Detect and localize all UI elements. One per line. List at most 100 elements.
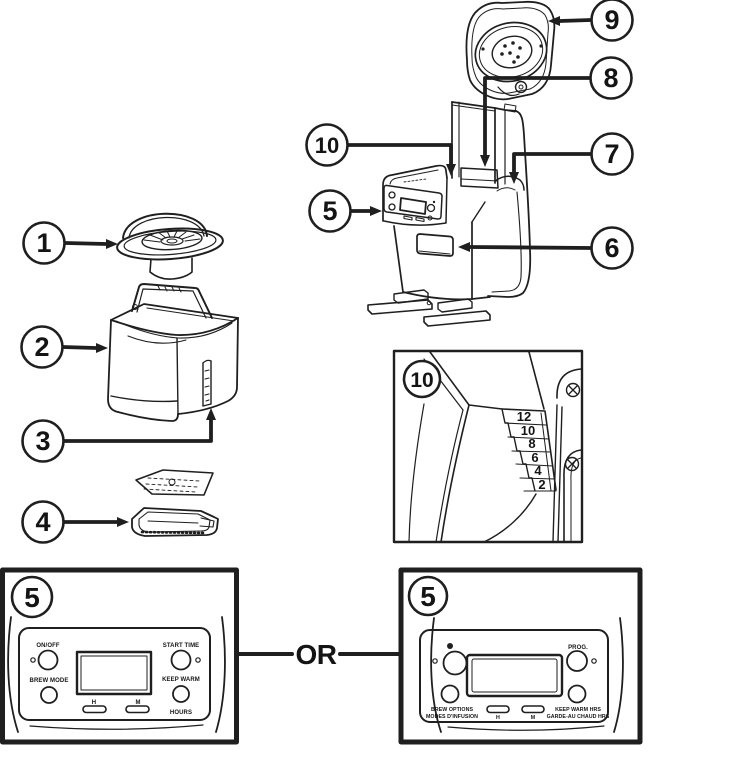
detail-10-badge: 10: [402, 359, 442, 399]
callout-4-number: 4: [35, 507, 50, 537]
callout-1-number: 1: [36, 228, 51, 258]
start-time-button: [170, 649, 192, 671]
display-screen: [465, 653, 564, 698]
water-level-scale: 12 10 8 6 4 2: [501, 408, 557, 492]
water-level-8: 8: [528, 436, 535, 451]
water-level-2: 2: [538, 477, 545, 492]
brew-mode-label: BREW MODE: [30, 678, 69, 684]
screw-icon: [565, 382, 581, 398]
callout-4-badge: 4: [21, 500, 65, 544]
callout-6-number: 6: [604, 233, 619, 263]
callout-badges: 1 2 3 4 5 6 7 8 9 10: [20, 0, 634, 544]
hour-button: [82, 705, 107, 714]
display-screen-inner: [80, 655, 148, 691]
water-level-4: 4: [534, 463, 542, 478]
callout-arrows: [61, 16, 593, 527]
filter-slots-icon: [143, 230, 201, 243]
brew-options-button: [440, 684, 460, 704]
callout-10-number: 10: [315, 133, 339, 158]
indicator-light-icon: [447, 643, 453, 649]
drip-tray-drawing: [131, 469, 219, 537]
console-button: [388, 203, 396, 211]
callout-arrow-8: [480, 76, 592, 167]
on-off-button: [442, 650, 468, 676]
control-panel-box-b: PROG. BREW OPTIONS MODES D'INFUSION KEEP…: [398, 567, 643, 745]
panel-a-5-badge: 5: [10, 575, 54, 619]
keep-warm-hrs-label-en: KEEP WARM HRS: [555, 707, 601, 713]
callout-arrow-4: [62, 517, 129, 527]
brew-options-label-fr: MODES D'INFUSION: [426, 714, 478, 720]
indicator-light-icon: [30, 657, 36, 663]
console-button: [426, 203, 436, 213]
callout-arrow-6: [458, 242, 593, 252]
keep-warm-hours-button: [172, 685, 190, 703]
callout-9-badge: 9: [590, 0, 634, 42]
callout-7-number: 7: [604, 139, 619, 169]
control-panel-box-a: ON/OFF START TIME BREW MODE KEEP WARM HO…: [0, 567, 239, 745]
hour-button-label: H: [92, 700, 96, 706]
panel-a-5-number: 5: [24, 582, 40, 613]
minute-button-label: M: [531, 715, 536, 721]
callout-arrow-7: [509, 152, 593, 184]
screw-icon: [564, 456, 580, 472]
indicator-light-icon: [591, 658, 597, 664]
spray-head-icon: [474, 21, 548, 83]
or-connector: OR: [237, 639, 401, 670]
callout-8-number: 8: [603, 63, 618, 93]
callout-9-number: 9: [604, 5, 619, 35]
carafe-handle-recess-drawing: [416, 233, 454, 257]
machine-control-console-drawing: [382, 164, 448, 226]
hour-button: [486, 705, 510, 714]
callout-6-badge: 6: [590, 226, 634, 270]
callout-arrow-5: [349, 206, 382, 216]
callout-7-badge: 7: [590, 132, 634, 176]
indicator-light-icon: [195, 657, 201, 663]
callout-10-badge: 10: [305, 123, 349, 167]
prog-label: PROG.: [568, 645, 588, 651]
or-label: OR: [296, 639, 337, 670]
callout-arrow-3: [62, 408, 216, 443]
detail-10-number: 10: [410, 369, 433, 392]
water-level-6: 6: [531, 450, 538, 465]
callout-5-number: 5: [322, 196, 337, 226]
on-off-label: ON/OFF: [36, 643, 59, 649]
hour-button-label: H: [496, 715, 500, 721]
callout-2-number: 2: [34, 332, 49, 362]
hours-label: HOURS: [170, 710, 192, 716]
prog-button: [566, 650, 588, 672]
console-display-screen: [399, 197, 427, 215]
callout-5-badge: 5: [308, 189, 352, 233]
water-level-12: 12: [517, 409, 531, 424]
callout-arrow-1: [64, 239, 118, 249]
machine-feet-drawing: [367, 289, 491, 327]
machine-body-drawing: [367, 0, 556, 327]
keep-warm-label: KEEP WARM: [162, 677, 200, 683]
water-gauge-drawing: [202, 359, 212, 407]
callout-3-badge: 3: [21, 419, 65, 463]
machine-lid-drawing: [465, 0, 556, 101]
panel-b-5-number: 5: [420, 581, 436, 612]
display-screen-inner: [471, 658, 558, 693]
on-off-button: [37, 649, 59, 671]
callout-8-badge: 8: [589, 56, 633, 100]
brew-options-label-en: BREW OPTIONS: [431, 707, 474, 713]
start-time-label: START TIME: [163, 643, 200, 649]
water-level-detail-box: 12 10 8 6 4 2 10: [392, 349, 584, 544]
callout-arrow-2: [61, 343, 108, 353]
display-screen: [75, 650, 153, 696]
water-reservoir-drawing: [107, 283, 239, 422]
keep-warm-hrs-label-fr: GARDE-AU CHAUD HRS: [547, 714, 610, 720]
console-button: [388, 191, 396, 199]
minute-button: [521, 705, 545, 714]
callout-1-badge: 1: [22, 221, 66, 265]
filter-basket-drawing: [116, 212, 224, 280]
indicator-light-icon: [432, 658, 438, 664]
callout-2-badge: 2: [20, 325, 64, 369]
minute-button: [125, 705, 150, 714]
keep-warm-hrs-button: [567, 684, 587, 704]
minute-button-label: M: [135, 700, 140, 706]
callout-arrow-9: [548, 16, 593, 26]
water-level-10: 10: [521, 423, 535, 438]
